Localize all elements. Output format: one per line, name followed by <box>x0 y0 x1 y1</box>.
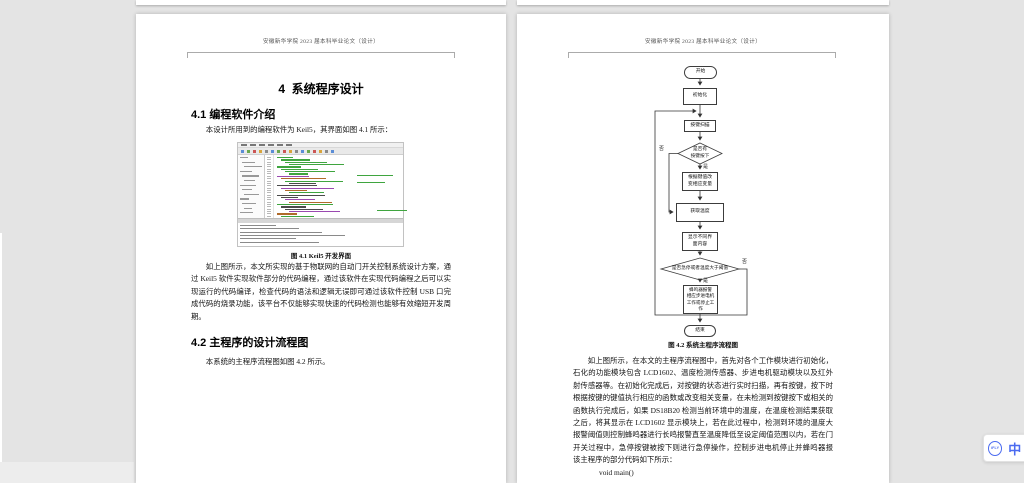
flowchart-alarm-action-node: 蜂鸣器报警 相应步进电机 工作或停止工 作 <box>683 285 718 314</box>
figure-41-caption: 图 4.1 Keil5 开发界面 <box>290 253 352 260</box>
flowchart-no-label: 否 <box>659 147 665 152</box>
keil-project-tree-panel <box>238 155 265 218</box>
previous-page-bottom-right <box>517 0 889 5</box>
background-bottom-band <box>0 462 134 483</box>
paragraph-line: 如上图所示，本文所实现的基于物联网的自动门开关控制系统设计方案，通 <box>205 262 451 271</box>
paragraph-line: 开关过程中，急停按键被按下则进行急停操作，控制步进电机停止并蜂鸣器报警， <box>573 442 833 452</box>
document-page-right: 安徽新华学院 2023 届本科毕业论文（设计） <box>517 14 889 483</box>
keil-code-editor-panel <box>265 155 407 218</box>
paragraph-line: 过 Keil5 软件实现软件部分的代码编程，通过该软件在实现代码编程之后可以实 <box>191 274 451 284</box>
flowchart-yes-label: 是 <box>703 165 709 170</box>
ime-mode-button[interactable]: 中 <box>1008 441 1022 457</box>
paragraph-line: 函数执行完成后，如果 DS18B20 检测当前环境中的温度，在温度检测结果获取到 <box>573 405 833 415</box>
paragraph-line: 之后，将其显示在 LCD1602 显示模块上，若在此过程中，检测到环境的温度大于 <box>573 417 833 427</box>
keil-menu-bar <box>238 143 403 148</box>
page-header-text: 安徽新华学院 2023 届本科毕业论文（设计） <box>645 39 761 45</box>
ime-statusbar[interactable]: iFLY 中 <box>983 434 1024 462</box>
para-42-intro: 本系统的主程序流程图如图 4.2 所示。 <box>205 357 330 366</box>
figure-42-caption: 图 4.2 系统主程序流程图 <box>668 342 738 349</box>
page-header-text: 安徽新华学院 2023 届本科毕业论文（设计） <box>263 39 379 45</box>
code-line-void-main: void main() <box>599 467 634 477</box>
para-41-body: 如上图所示，本文所实现的基于物联网的自动门开关控制系统设计方案，通 过 Keil… <box>191 261 451 323</box>
flowchart-end-node: 结束 <box>684 325 716 337</box>
paragraph-line: 石化的功能模块包含 LCD1602、温度检测传感器、步进电机驱动模块以及红外对 <box>573 368 833 378</box>
section-42-heading: 4.2 主程序的设计流程图 <box>191 337 309 349</box>
flowchart-yes-label: 是 <box>703 279 709 284</box>
keil5-screenshot-figure <box>237 142 407 247</box>
flowchart-scan-node: 按键扫描 <box>684 120 716 132</box>
paragraph-line: 报警阈值则控制蜂鸣器进行长鸣报警直至温度降低至设定阈值范围以内，若在门 <box>573 430 833 440</box>
flowchart-key-action-node: 根据键值改 变相应变量 <box>682 172 718 191</box>
page-header-rule <box>187 52 455 58</box>
chapter-title: 4 系统程序设计 <box>278 82 364 96</box>
flowchart-no-label: 否 <box>742 260 748 265</box>
paragraph-line: 如上图所示，在本文的主程序流程图中，首先对各个工作模块进行初始化， <box>587 356 833 365</box>
flowchart-alarm-decision: 是否急停或者温度大于阈值 <box>671 265 729 271</box>
keil-build-output-panel <box>238 218 403 246</box>
flowchart-connectors <box>654 79 748 323</box>
page-header-rule <box>568 52 836 58</box>
ime-logo-icon[interactable]: iFLY <box>988 440 1003 456</box>
previous-page-bottom-left <box>136 0 506 5</box>
para-42-body: 如上图所示，在本文的主程序流程图中，首先对各个工作模块进行初始化， 石化的功能模… <box>573 355 833 479</box>
flowchart-display-node: 显示不同界 面内容 <box>682 232 718 251</box>
paragraph-line: 现运行的代码编译，检查代码的语法和逻辑无误即可通过该软件控制 USB 口完 <box>191 286 451 296</box>
background-window-edge <box>0 233 2 462</box>
paragraph-line: 成代码的烧录功能，该平台不仅能够实现快速的代码检测也能够有效缩短开发周 <box>191 299 451 309</box>
flowchart-init-node: 初始化 <box>683 88 717 105</box>
paragraph-line: 该主程序的部分代码如下所示： <box>573 455 677 465</box>
flowchart-get-temp-node: 获取温度 <box>676 203 724 222</box>
paragraph-line: 期。 <box>191 311 206 321</box>
paragraph-line: 根据按键的键值执行相应的函数或改变相关变量，在未检测到按键按下或相关的 <box>573 393 833 403</box>
flowchart-key-decision: 是否有 按键按下 <box>690 147 710 159</box>
section-41-heading: 4.1 编程软件介绍 <box>191 109 276 121</box>
paragraph-line: 射传感器等。在初始化完成后，对按键的状态进行实时扫描，再有按键，按下时 <box>573 380 833 390</box>
keil-toolbar <box>238 148 403 155</box>
para-41-intro: 本设计所用到的编程软件为 Keil5，其界面如图 4.1 所示： <box>205 125 393 134</box>
flowchart-start-node: 开始 <box>684 66 717 79</box>
document-page-left: 安徽新华学院 2023 届本科毕业论文（设计） 4 系统程序设计 4.1 编程软… <box>136 14 506 483</box>
